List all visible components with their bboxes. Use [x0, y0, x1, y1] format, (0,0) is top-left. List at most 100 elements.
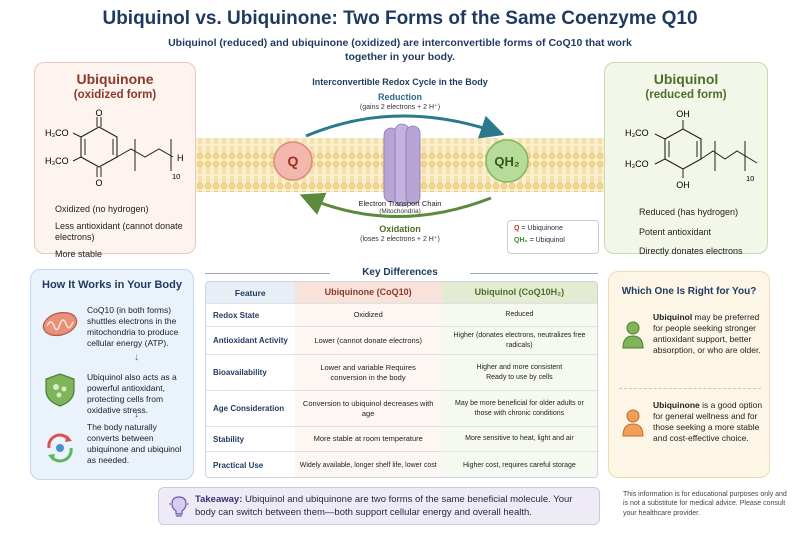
ubiquinone-bullet: More stable [55, 249, 103, 260]
row-ubiquinol: Higher cost, requires careful storage [441, 452, 597, 477]
header-feature: Feature [206, 282, 295, 303]
ubiquinol-title: Ubiquinol [653, 71, 719, 87]
person-icon [622, 409, 644, 437]
header-ubiquinone: Ubiquinone (CoQ10) [294, 282, 442, 303]
how-item-3: The body naturally converts between ubiq… [87, 422, 182, 465]
row-ubiquinol: Reduced [441, 304, 597, 326]
divider [619, 388, 761, 389]
oxidation-arrow [299, 192, 492, 218]
etc-sub: (Mitochondria) [379, 208, 421, 215]
row-ubiquinol: Higher (donates electrons, neutralizes f… [441, 327, 597, 354]
header-ubiquinol: Ubiquinol (CoQ10H₂) [441, 282, 597, 303]
mitochondria-icon [42, 311, 78, 337]
row-feature: Practical Use [213, 461, 264, 470]
row-ubiquinol: May be more beneficial for older adults … [441, 391, 597, 426]
ubiquinone-bullet: Oxidized (no hydrogen) [55, 204, 149, 214]
which-one-title: Which One Is Right for You? [621, 286, 757, 297]
repeat-count: 10 [746, 174, 754, 183]
oxidation-sub: (loses 2 electrons + 2 H⁺) [360, 236, 440, 243]
row-ubiquinone: Oxidized [294, 304, 442, 326]
shield-icon [45, 373, 75, 407]
methoxy-group-1: H₃CO [45, 128, 69, 138]
reduction-label: Reduction [378, 92, 422, 102]
ubiquinone-bullets: Oxidized (no hydrogen) Less antioxidant … [55, 204, 195, 266]
recommendation-ubiquinol: Ubiquinol may be preferred for people se… [653, 312, 765, 356]
row-ubiquinone: Widely available, longer shelf life, low… [294, 452, 442, 477]
ubiquinol-bullets: Reduced (has hydrogen) Potent antioxidan… [639, 207, 779, 263]
table-row: Bioavailability Lower and variable Requi… [206, 355, 597, 391]
down-arrow-icon: ↓ [134, 352, 139, 363]
person-icon [622, 321, 644, 349]
redox-cycle-title: Interconvertible Redox Cycle in the Body [312, 77, 488, 87]
ubiquinol-structure: OH OH H₃CO H₃CO 10 [625, 109, 758, 190]
methoxy-group-2: H₃CO [625, 159, 649, 169]
row-feature: Antioxidant Activity [213, 336, 288, 345]
how-item-2: Ubiquinol also acts as a powerful antiox… [87, 372, 177, 415]
table-row: Redox State Oxidized Reduced [206, 304, 597, 327]
row-ubiquinone: Lower and variable Requires conversion i… [294, 355, 442, 390]
oxygen-top: O [95, 109, 102, 118]
which-one-panel: Which One Is Right for You? Ubiquinol ma… [608, 271, 770, 478]
etc-label: Electron Transport Chain [358, 199, 442, 208]
ubiquinol-circle [485, 139, 529, 183]
ubiquinol-bold: Ubiquinol [653, 312, 693, 322]
legend-q-symbol: Q [514, 225, 520, 232]
takeaway-text: Takeaway: Ubiquinol and ubiquinone are t… [195, 493, 595, 520]
protein-complex-icon [383, 123, 421, 207]
ubiquinone-title: Ubiquinone [76, 71, 154, 87]
ubiquinone-panel: Ubiquinone (oxidized form) O O H₃CO H₃CO… [34, 62, 196, 259]
ubiquinone-subtitle: (oxidized form) [73, 89, 157, 101]
repeat-count: 10 [172, 172, 180, 181]
ubiquinone-structure: O O H₃CO H₃CO H 10 [45, 109, 184, 188]
reduction-sub: (gains 2 electrons + 2 H⁺) [359, 104, 441, 111]
key-differences-title: Key Differences [330, 267, 470, 278]
cycle-icon [47, 433, 73, 463]
ubiquinol-bullet: Reduced (has hydrogen) [639, 207, 739, 217]
table-header-row: Feature Ubiquinone (CoQ10) Ubiquinol (Co… [206, 282, 597, 304]
row-feature: Bioavailability [213, 368, 267, 377]
table-row: Antioxidant Activity Lower (cannot donat… [206, 327, 597, 355]
takeaway-body: Ubiquinol and ubiquinone are two forms o… [195, 494, 573, 519]
takeaway-label: Takeaway: [195, 494, 243, 505]
ubiquinol-panel: Ubiquinol (reduced form) OH OH H₃CO H₃CO… [604, 62, 768, 256]
legend-q-text: = Ubiquinone [519, 225, 563, 232]
qh2-label: QH₂ [494, 154, 520, 169]
table-row: Age Consideration Conversion to ubiquino… [206, 391, 597, 427]
ubiquinone-bold: Ubiquinone [653, 400, 700, 410]
oxidation-label: Oxidation [379, 224, 421, 234]
row-ubiquinone: Conversion to ubiquinol decreases with a… [294, 391, 442, 426]
row-feature: Stability [213, 434, 245, 444]
oxygen-bottom: O [95, 178, 102, 188]
how-it-works-panel: How It Works in Your Body CoQ10 (in both… [30, 269, 194, 480]
reduction-arrow [305, 114, 505, 139]
ubiquinol-bullet: Potent antioxidant [639, 226, 712, 237]
disclaimer: This information is for educational purp… [623, 491, 787, 517]
redox-legend: Q = Ubiquinone QH₂ = Ubiquinol [507, 220, 599, 254]
methoxy-group-2: H₃CO [45, 156, 69, 166]
redox-cycle-diagram: Q QH₂ [196, 114, 604, 218]
ubiquinol-bullet: Directly donates electrons [639, 246, 743, 257]
row-ubiquinone: More stable at room temperature [294, 427, 442, 451]
hydrogen-end: H [177, 153, 184, 163]
how-it-works-title: How It Works in Your Body [42, 279, 182, 291]
key-differences-table: Feature Ubiquinone (CoQ10) Ubiquinol (Co… [205, 281, 598, 478]
down-arrow-icon: ↓ [134, 409, 139, 420]
ubiquinol-subtitle: (reduced form) [645, 89, 727, 101]
row-feature: Redox State [213, 310, 260, 320]
ubiquinone-bullet: Less antioxidant (cannot donate electron… [55, 220, 183, 243]
ubiquinone-circle [273, 141, 313, 181]
legend-qh2-symbol: QH₂ [514, 237, 528, 244]
row-ubiquinol: Higher and more consistent Ready to use … [441, 355, 597, 390]
ubiquinol-reason: may be preferred for people seeking stro… [653, 312, 761, 356]
q-label: Q [288, 153, 299, 169]
methoxy-group-1: H₃CO [625, 128, 649, 138]
row-ubiquinol: More sensitive to heat, light and air [441, 427, 597, 451]
table-row: Practical Use Widely available, longer s… [206, 452, 597, 477]
page-title: Ubiquinol vs. Ubiquinone: Two Forms of t… [102, 8, 698, 29]
row-ubiquinone: Lower (cannot donate electrons) [294, 327, 442, 354]
table-row: Stability More stable at room temperatur… [206, 427, 597, 452]
page-subtitle: Ubiquinol (reduced) and ubiquinone (oxid… [168, 37, 632, 64]
takeaway-box: Takeaway: Ubiquinol and ubiquinone are t… [158, 487, 600, 525]
recommendation-ubiquinone: Ubiquinone is a good option for general … [653, 400, 765, 444]
lightbulb-icon [169, 496, 189, 517]
